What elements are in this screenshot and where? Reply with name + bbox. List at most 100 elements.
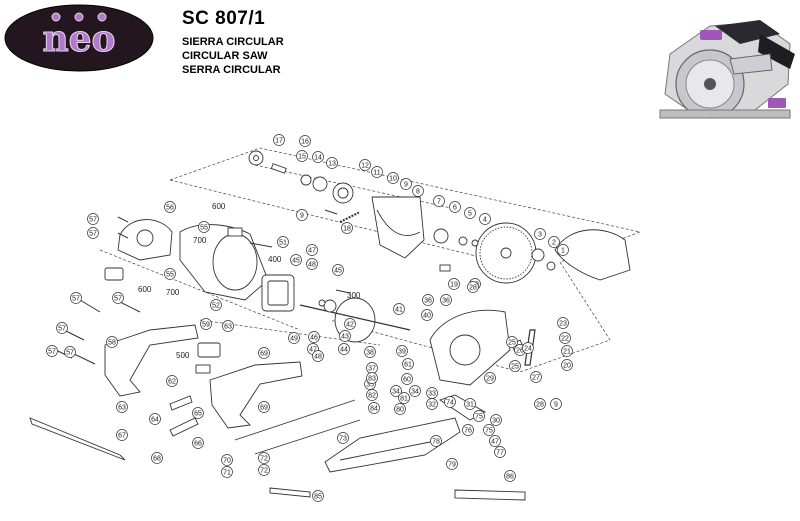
screws [57, 209, 351, 365]
callout-number: 28 [469, 284, 477, 291]
callout-number: 21 [563, 348, 571, 355]
callout-c61: 61 [402, 358, 414, 370]
callout-number: 34 [392, 388, 400, 395]
callout-c51: 51 [277, 236, 289, 248]
callout-number: 34 [411, 388, 419, 395]
callout-c78: 78 [430, 435, 442, 447]
callout-number: 57 [66, 349, 74, 356]
callout-number: 46 [310, 334, 318, 341]
callout-c62: 62 [166, 375, 178, 387]
callout-c4: 4 [479, 213, 491, 225]
callout-c11: 11 [371, 166, 383, 178]
callout-number: 16 [301, 138, 309, 145]
callout-c72b: 72 [258, 464, 270, 476]
callout-c71: 71 [221, 466, 233, 478]
label-700b: 700 [166, 288, 180, 297]
callout-c40: 40 [421, 309, 433, 321]
callout-number: 47 [309, 346, 317, 353]
callout-number: 83 [368, 375, 376, 382]
callout-number: 47 [491, 438, 499, 445]
model-number: SC 807/1 [182, 8, 266, 29]
callout-number: 19 [450, 281, 458, 288]
callout-bubble [479, 213, 491, 225]
callout-number: 71 [223, 469, 231, 476]
callout-number: 51 [279, 239, 287, 246]
callout-number: 49 [290, 335, 298, 342]
callout-bubble [341, 222, 353, 234]
callout-c48b: 48 [312, 350, 324, 362]
callout-bubble [339, 330, 351, 342]
callout-number: 40 [423, 312, 431, 319]
callout-c45a: 45 [290, 254, 302, 266]
callout-number: 9 [554, 401, 558, 408]
callout-bubble [299, 135, 311, 147]
callout-c39: 39 [396, 345, 408, 357]
callout-number: 57 [89, 230, 97, 237]
parts [29, 150, 631, 501]
callout-bubble [530, 371, 542, 383]
callout-c12: 12 [359, 159, 371, 171]
callout-number: 13 [328, 160, 336, 167]
callout-number: 81 [400, 395, 408, 402]
callout-bubble [550, 398, 562, 410]
callout-c66: 66 [192, 437, 204, 449]
callout-c63b: 63 [116, 401, 128, 413]
callout-number: 25 [508, 339, 516, 346]
callout-c81: 81 [398, 392, 410, 404]
rip-fence [454, 489, 526, 501]
callout-bubble [312, 490, 324, 502]
title-block: SC 807/1 SIERRA CIRCULAR CIRCULAR SAW SE… [182, 8, 284, 77]
callout-bubble [398, 392, 410, 404]
callout-c72a: 72 [258, 452, 270, 464]
callout-bubble [522, 342, 534, 354]
callout-c9b: 9 [296, 209, 308, 221]
callout-number: 72 [260, 455, 268, 462]
callout-bubble [444, 396, 456, 408]
callout-c42: 42 [344, 318, 356, 330]
callout-c44: 44 [338, 343, 350, 355]
callout-c10: 10 [387, 172, 399, 184]
callout-bubble [509, 360, 521, 372]
callout-c57g: 57 [46, 345, 58, 357]
callout-bubble [344, 318, 356, 330]
name-spanish: SIERRA CIRCULAR [182, 36, 284, 48]
callout-c56: 56 [164, 201, 176, 213]
callout-number: 45 [334, 267, 342, 274]
callout-bubble [87, 227, 99, 239]
callout-bubble [506, 336, 518, 348]
logo-text: neo [42, 18, 115, 60]
callout-c34a: 34 [390, 385, 402, 397]
callout-c13: 13 [326, 157, 338, 169]
callout-c55b: 55 [164, 268, 176, 280]
callout-bubble [337, 432, 349, 444]
callout-c82: 82 [366, 389, 378, 401]
callout-c27: 27 [530, 371, 542, 383]
callout-bubble [222, 320, 234, 332]
callout-number: 39 [398, 348, 406, 355]
callout-number: 2 [552, 239, 556, 246]
callout-bubble [116, 401, 128, 413]
callout-c5: 5 [464, 207, 476, 219]
callout-bubble [483, 424, 495, 436]
callout-bubble [312, 151, 324, 163]
callout-number: 8 [416, 188, 420, 195]
callout-bubble [421, 309, 433, 321]
callout-bubble [258, 452, 270, 464]
callout-c30: 30 [490, 414, 502, 426]
callout-bubble [210, 299, 222, 311]
callout-number: 6 [453, 204, 457, 211]
callout-number: 47 [308, 247, 316, 254]
callout-c47c: 47 [489, 435, 501, 447]
callout-bubble [164, 268, 176, 280]
callout-c47a: 47 [306, 244, 318, 256]
callout-c34b: 34 [409, 385, 421, 397]
callout-bubble [449, 201, 461, 213]
callout-number: 48 [308, 261, 316, 268]
callout-number: 70 [223, 457, 231, 464]
callout-number: 76 [464, 427, 472, 434]
callout-bubble [258, 401, 270, 413]
callout-c74: 74 [444, 396, 456, 408]
callout-bubble [489, 435, 501, 447]
callout-bubble [198, 221, 210, 233]
callout-c57f: 57 [64, 346, 76, 358]
